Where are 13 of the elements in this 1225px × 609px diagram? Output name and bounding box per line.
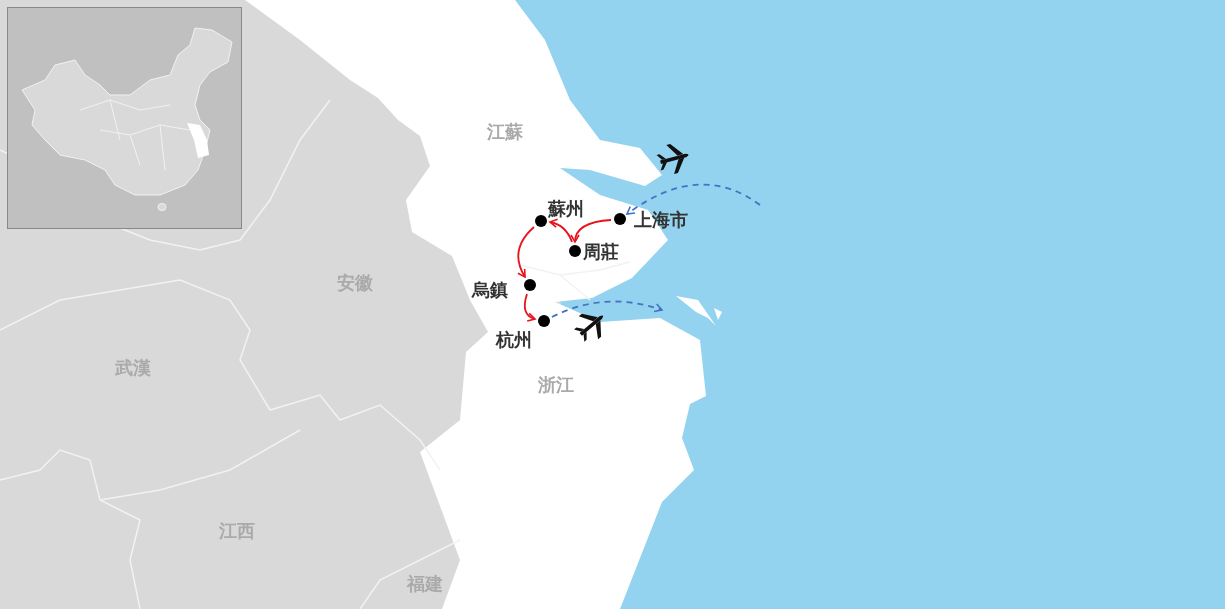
route-arrow bbox=[549, 218, 573, 243]
city-label: 周莊 bbox=[583, 242, 619, 262]
city-label: 杭州 bbox=[496, 330, 532, 350]
region-label: 浙江 bbox=[538, 375, 574, 395]
route-arrow bbox=[570, 219, 612, 243]
route-arrow bbox=[551, 300, 663, 318]
region-label: 江蘇 bbox=[487, 122, 523, 142]
route-arrow bbox=[523, 293, 536, 322]
route-arrow bbox=[626, 183, 761, 215]
city-label: 蘇州 bbox=[548, 199, 584, 219]
route-arrow bbox=[517, 226, 535, 278]
city-label: 上海市 bbox=[634, 210, 688, 230]
city-label: 烏鎮 bbox=[472, 280, 508, 300]
